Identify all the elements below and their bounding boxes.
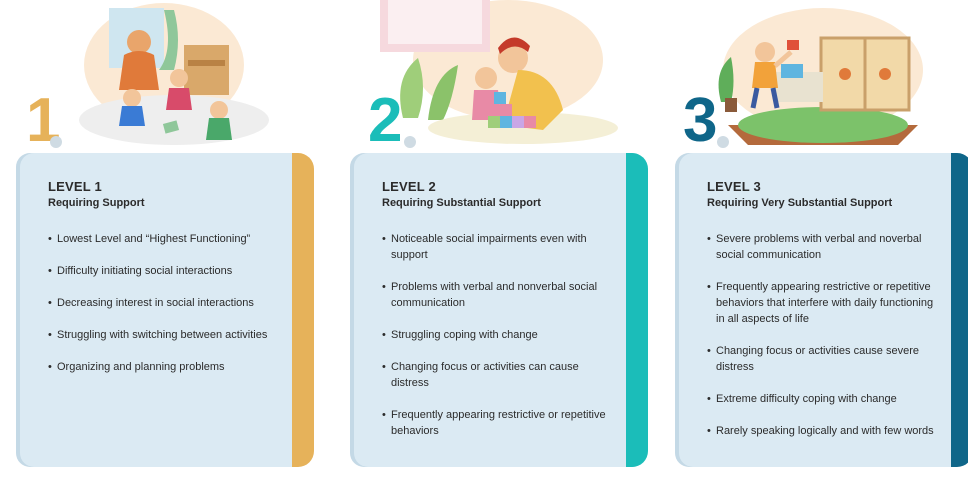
accent-stripe: [626, 153, 648, 467]
list-item: Extreme difficulty coping with change: [707, 391, 941, 407]
level-card: LEVEL 3 Requiring Very Substantial Suppo…: [679, 153, 968, 467]
level-3-column: 3 LEVEL 3 Requiring Very Substantial Sup…: [673, 0, 968, 478]
list-item: Difficulty initiating social interaction…: [48, 263, 282, 279]
list-item: Struggling with switching between activi…: [48, 327, 282, 343]
list-item: Struggling coping with change: [382, 327, 616, 343]
level-number: 2: [368, 86, 403, 155]
accent-stripe: [951, 153, 968, 467]
list-item: Problems with verbal and nonverbal socia…: [382, 279, 616, 311]
classroom-children-teacher-illustration: [79, 3, 269, 145]
level-card: LEVEL 1 Requiring Support Lowest Level a…: [20, 153, 314, 467]
bullet-list: Noticeable social impairments even with …: [382, 231, 620, 439]
list-item: Lowest Level and “Highest Functioning”: [48, 231, 282, 247]
mother-child-blocks-illustration: [380, 0, 618, 144]
level-title: LEVEL 3: [707, 179, 761, 194]
list-item: Frequently appearing restrictive or repe…: [707, 279, 941, 327]
list-item: Frequently appearing restrictive or repe…: [382, 407, 616, 439]
list-item: Changing focus or activities can cause d…: [382, 359, 616, 391]
child-playing-room-illustration: [718, 8, 923, 145]
bullet-list: Lowest Level and “Highest Functioning” D…: [48, 231, 286, 375]
level-2-column: 2 LEVEL 2 Requiring Substantial Support …: [348, 0, 648, 478]
level-subtitle: Requiring Very Substantial Support: [707, 197, 893, 209]
level-card: LEVEL 2 Requiring Substantial Support No…: [354, 153, 648, 467]
bullet-list: Severe problems with verbal and noverbal…: [707, 231, 945, 439]
list-item: Rarely speaking logically and with few w…: [707, 423, 941, 439]
level-title: LEVEL 2: [382, 179, 436, 194]
level-title: LEVEL 1: [48, 179, 102, 194]
list-item: Changing focus or activities cause sever…: [707, 343, 941, 375]
level-subtitle: Requiring Support: [48, 197, 145, 209]
level-1-column: 1 LEVEL 1 Requiring Support Lowest Level…: [14, 0, 314, 478]
accent-stripe: [292, 153, 314, 467]
number-dot: [717, 136, 729, 148]
list-item: Decreasing interest in social interactio…: [48, 295, 282, 311]
level-number: 3: [683, 86, 718, 155]
list-item: Organizing and planning problems: [48, 359, 282, 375]
level-subtitle: Requiring Substantial Support: [382, 197, 541, 209]
number-dot: [50, 136, 62, 148]
list-item: Noticeable social impairments even with …: [382, 231, 616, 263]
list-item: Severe problems with verbal and noverbal…: [707, 231, 941, 263]
number-dot: [404, 136, 416, 148]
